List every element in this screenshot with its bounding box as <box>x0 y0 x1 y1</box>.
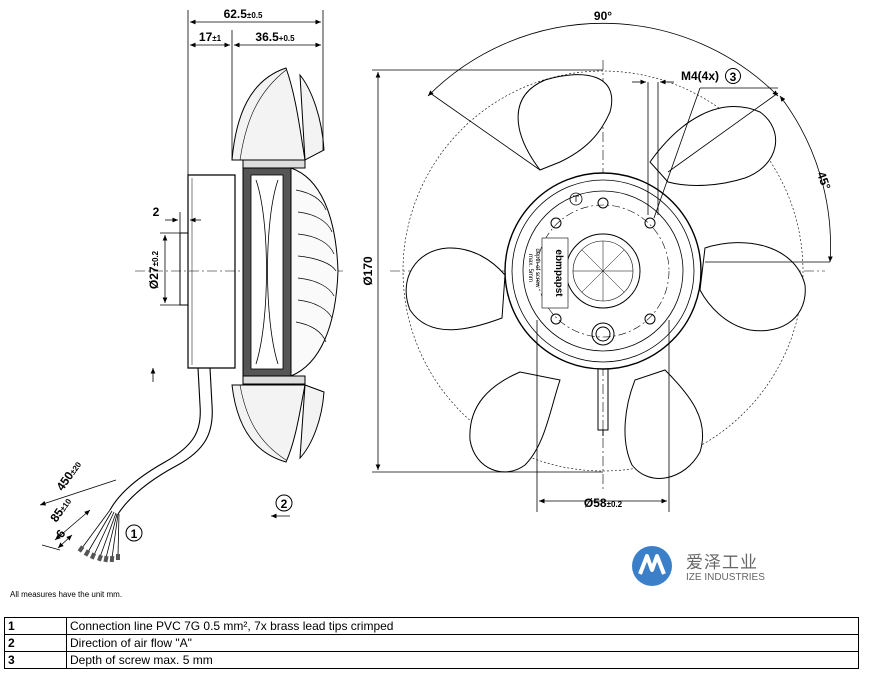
angle-side: 45° <box>814 170 833 192</box>
legend-number: 2 <box>4 634 67 652</box>
legend-row: 3 Depth of screw max. 5 mm <box>4 651 859 669</box>
svg-text:1: 1 <box>131 527 138 541</box>
overall-length-tol: ±0.5 <box>247 11 263 20</box>
logo-english-text: IZE INDUSTRIES <box>686 572 765 583</box>
screw-circle-tol: ±0.2 <box>607 500 623 509</box>
part-a-tol: ±1 <box>212 34 221 43</box>
side-dimensions <box>39 10 324 551</box>
technical-drawing: 62.5±0.5 17±1 36.5+0.5 2 Ø27±0.2 450±20 … <box>39 7 834 563</box>
screw-spec: M4(4x) <box>681 69 719 83</box>
callout-1: 1 <box>125 524 143 542</box>
fan-diameter: Ø170 <box>361 256 375 286</box>
callout-3: 3 <box>725 68 741 84</box>
part-a-length: 17 <box>199 30 213 44</box>
hub-label: ebmpapst depth of screw max. 5mm <box>527 237 569 309</box>
angle-top: 90° <box>594 9 612 23</box>
svg-text:85±10: 85±10 <box>47 494 74 524</box>
legend-table: 1 Connection line PVC 7G 0.5 mm², 7x bra… <box>4 617 859 669</box>
legend-row: 2 Direction of air flow "A" <box>4 634 859 652</box>
hub-label-line2: max. 5mm <box>527 254 533 282</box>
company-logo: 爱泽工业 IZE INDUSTRIES <box>630 544 790 588</box>
logo-icon <box>632 546 672 586</box>
hub-diameter-tol: ±0.2 <box>151 250 160 266</box>
flange-thickness: 2 <box>153 205 160 219</box>
hub-label-line1: depth of screw <box>534 248 540 288</box>
brand-label: ebmpapst <box>553 249 564 297</box>
legend-number: 3 <box>4 651 67 669</box>
strip-length-tol: ±10 <box>58 497 73 513</box>
tip-length: 6 <box>53 527 68 541</box>
logo-chinese-text: 爱泽工业 <box>686 553 758 573</box>
svg-text:450±20: 450±20 <box>53 458 84 494</box>
svg-text:3: 3 <box>730 70 737 84</box>
svg-text:36.5+0.5: 36.5+0.5 <box>255 30 295 44</box>
legend-number: 1 <box>4 617 67 635</box>
part-b-tol: +0.5 <box>279 34 295 43</box>
legend-text: Depth of screw max. 5 mm <box>66 651 859 669</box>
svg-text:Ø27±0.2: Ø27±0.2 <box>147 250 161 289</box>
callout-2: 2 <box>275 494 293 512</box>
side-view <box>77 67 345 563</box>
part-b-length: 36.5 <box>255 30 279 44</box>
front-dimensions <box>372 22 833 512</box>
overall-length: 62.5 <box>224 7 248 21</box>
front-view <box>390 60 825 490</box>
legend-text: Direction of air flow "A" <box>66 634 859 652</box>
units-note: All measures have the unit mm. <box>10 590 123 599</box>
svg-text:Ø58±0.2: Ø58±0.2 <box>584 496 623 510</box>
legend-text: Connection line PVC 7G 0.5 mm², 7x brass… <box>66 617 859 635</box>
screw-circle-diameter: Ø58 <box>584 496 607 510</box>
svg-text:2: 2 <box>281 497 288 511</box>
svg-text:62.5±0.5: 62.5±0.5 <box>224 7 263 21</box>
hub-diameter: Ø27 <box>147 266 161 289</box>
svg-text:17±1: 17±1 <box>199 30 222 44</box>
legend-row: 1 Connection line PVC 7G 0.5 mm², 7x bra… <box>4 617 859 635</box>
cable-length-tol: ±20 <box>68 460 83 476</box>
